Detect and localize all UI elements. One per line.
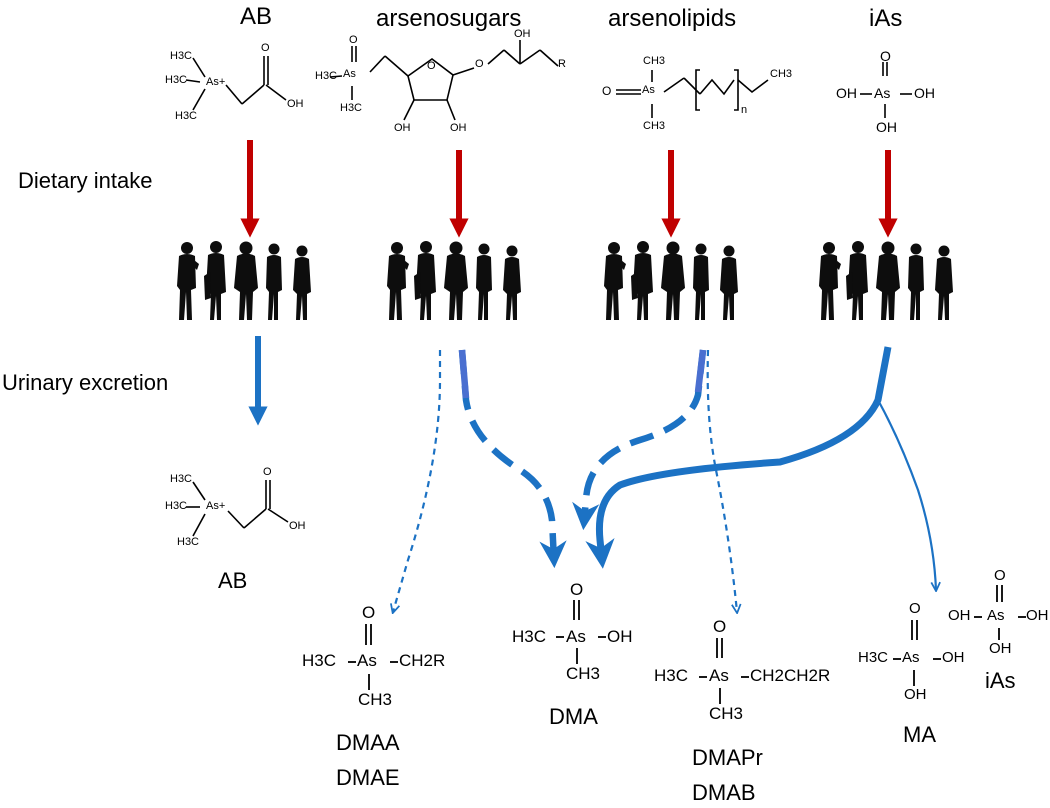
atom-as-plus: As+: [206, 500, 226, 512]
atom-oh: OH: [287, 98, 304, 110]
atom-o: O: [427, 60, 436, 72]
atom-oh: OH: [607, 627, 633, 646]
product-label-ma: MA: [903, 722, 936, 747]
atom-oh: OH: [914, 85, 935, 101]
atom-h3c: H3C: [177, 536, 200, 548]
atom-as-plus: As+: [206, 76, 226, 88]
population-ias: [819, 241, 953, 320]
atom-n: n: [741, 104, 748, 116]
population-arsenosugars: [387, 241, 521, 320]
ias-to-dma-arrow: [585, 346, 892, 569]
source-label-ab: AB: [240, 3, 273, 30]
lipids-to-dmapr-arrow: [706, 349, 737, 612]
structure-dmaa: [348, 624, 398, 690]
atom-o: O: [602, 84, 612, 98]
source-label-arsenosugars: arsenosugars: [376, 5, 522, 32]
atom-oh: OH: [450, 122, 467, 134]
atom-oh: OH: [942, 649, 965, 666]
atom-h3c: H3C: [340, 102, 363, 114]
sugars-to-dmaa-arrow: [393, 350, 442, 612]
product-label-ias: iAs: [985, 668, 1016, 693]
atom-oh: OH: [904, 686, 927, 703]
population-ab: [177, 241, 311, 320]
atom-oh: OH: [989, 640, 1012, 657]
atom-o: O: [263, 466, 272, 478]
structure-ias-top: [860, 62, 912, 118]
atom-oh: OH: [836, 85, 857, 101]
product-label-dmaa: DMAA: [336, 730, 400, 755]
atom-as: As: [343, 68, 356, 80]
atom-o: O: [570, 580, 584, 599]
atom-r: R: [558, 58, 566, 70]
lipids-to-dma-arrow: [572, 349, 707, 531]
product-label-dma: DMA: [549, 704, 598, 729]
structure-arsenosugar-top: [329, 40, 559, 121]
structure-dma: [556, 600, 606, 664]
atom-ch3: CH3: [770, 68, 793, 80]
atom-h3c: H3C: [315, 70, 338, 82]
atom-ch3: CH3: [566, 664, 601, 683]
atom-o: O: [261, 42, 270, 54]
atom-o: O: [475, 58, 484, 70]
atom-o: O: [713, 617, 727, 636]
atom-as: As: [709, 666, 729, 685]
atom-h3c: H3C: [512, 627, 547, 646]
atom-as: As: [987, 607, 1005, 624]
atom-oh: OH: [1026, 607, 1049, 624]
atom-ch2r: CH2R: [399, 651, 446, 670]
product-label-dmapr: DMAPr: [692, 745, 763, 770]
atom-o: O: [994, 567, 1006, 584]
atom-ch3: CH3: [358, 690, 393, 709]
source-label-ias: iAs: [869, 5, 903, 32]
atom-as: As: [566, 627, 586, 646]
atom-h3c: H3C: [175, 110, 198, 122]
product-label-dmae: DMAE: [336, 765, 400, 790]
atom-as: As: [642, 84, 655, 96]
structure-ab-bottom: [186, 480, 289, 537]
atom-h3c: H3C: [654, 666, 689, 685]
row-label-urinary-excretion: Urinary excretion: [2, 370, 169, 395]
atom-ch3: CH3: [709, 704, 744, 723]
structure-ab-top: [185, 56, 287, 111]
atom-h3c: H3C: [165, 74, 188, 86]
atom-oh: OH: [948, 607, 971, 624]
atom-oh: OH: [514, 28, 531, 40]
atom-o: O: [880, 48, 891, 64]
atom-o: O: [349, 34, 358, 46]
structure-ias-bottom: [974, 585, 1026, 640]
structure-arsenolipid-top: [616, 69, 769, 118]
atom-ch3: CH3: [643, 55, 666, 67]
atom-h3c: H3C: [302, 651, 337, 670]
atom-ch3: CH3: [643, 120, 666, 132]
atom-oh: OH: [394, 122, 411, 134]
atom-h3c: H3C: [165, 500, 188, 512]
atom-as: As: [874, 85, 891, 101]
atom-h3c: H3C: [170, 50, 193, 62]
population-arsenolipids: [604, 241, 738, 320]
row-label-dietary-intake: Dietary intake: [18, 168, 153, 193]
lipids-stem: [694, 349, 707, 393]
atom-h3c: H3C: [170, 473, 193, 485]
structure-ma: [893, 620, 941, 686]
sugars-stem: [458, 349, 470, 399]
ias-to-ma-arrow: [877, 399, 936, 590]
source-label-arsenolipids: arsenolipids: [608, 5, 737, 32]
atom-h3c: H3C: [858, 649, 889, 666]
product-label-ab: AB: [218, 568, 248, 593]
sugars-to-dma-arrow: [458, 349, 567, 569]
atom-oh: OH: [289, 520, 306, 532]
atom-o: O: [909, 600, 921, 617]
product-label-dmab: DMAB: [692, 780, 756, 805]
atom-as: As: [357, 651, 377, 670]
atom-o: O: [362, 603, 376, 622]
atom-ch2ch2r: CH2CH2R: [750, 666, 831, 685]
structure-dmapr: [699, 638, 749, 704]
atom-oh: OH: [876, 119, 897, 135]
atom-as: As: [902, 649, 920, 666]
